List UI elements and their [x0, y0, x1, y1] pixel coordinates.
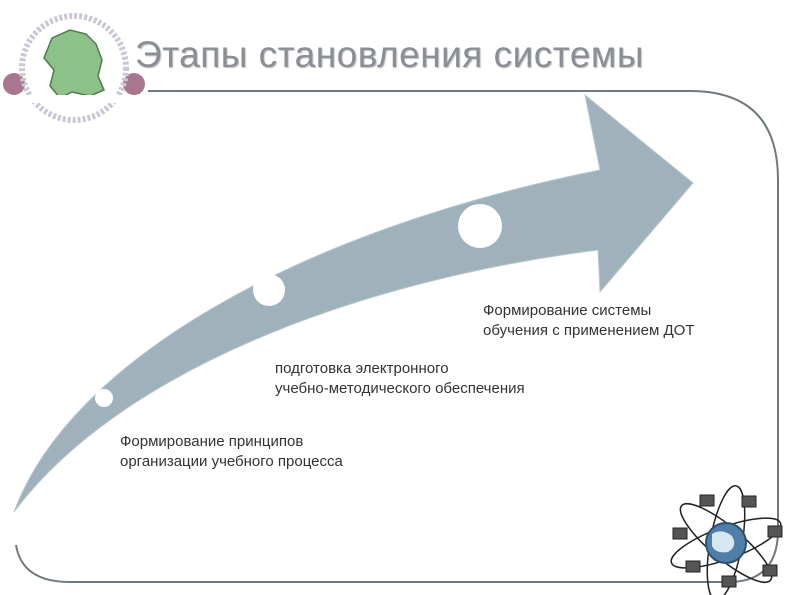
stage-label-1: Формирование принципов организации учебн…: [120, 432, 343, 472]
network-globe-icon: [670, 485, 783, 595]
stage-label-3-line1: Формирование системы: [483, 302, 652, 319]
stage-marker-2: [253, 274, 285, 306]
progress-arrow: [13, 93, 694, 513]
stage-label-3: Формирование системы обучения с применен…: [483, 301, 694, 341]
stage-label-2-line1: подготовка электронного: [275, 360, 449, 377]
slide-frame: [15, 90, 779, 583]
stage-label-2: подготовка электронного учебно-методичес…: [275, 359, 525, 399]
stage-marker-1: [95, 389, 113, 407]
stage-label-2-line2: учебно-методического обеспечения: [275, 380, 525, 397]
stage-label-3-line2: обучения с применением ДОТ: [483, 322, 695, 339]
slide-title: Этапы становления системы: [135, 34, 644, 75]
stage-label-1-line2: организации учебного процесса: [120, 453, 343, 470]
map-emblem-icon: [0, 13, 160, 123]
stage-label-1-line1: Формирование принципов: [120, 433, 304, 450]
stage-marker-3: [458, 204, 502, 248]
